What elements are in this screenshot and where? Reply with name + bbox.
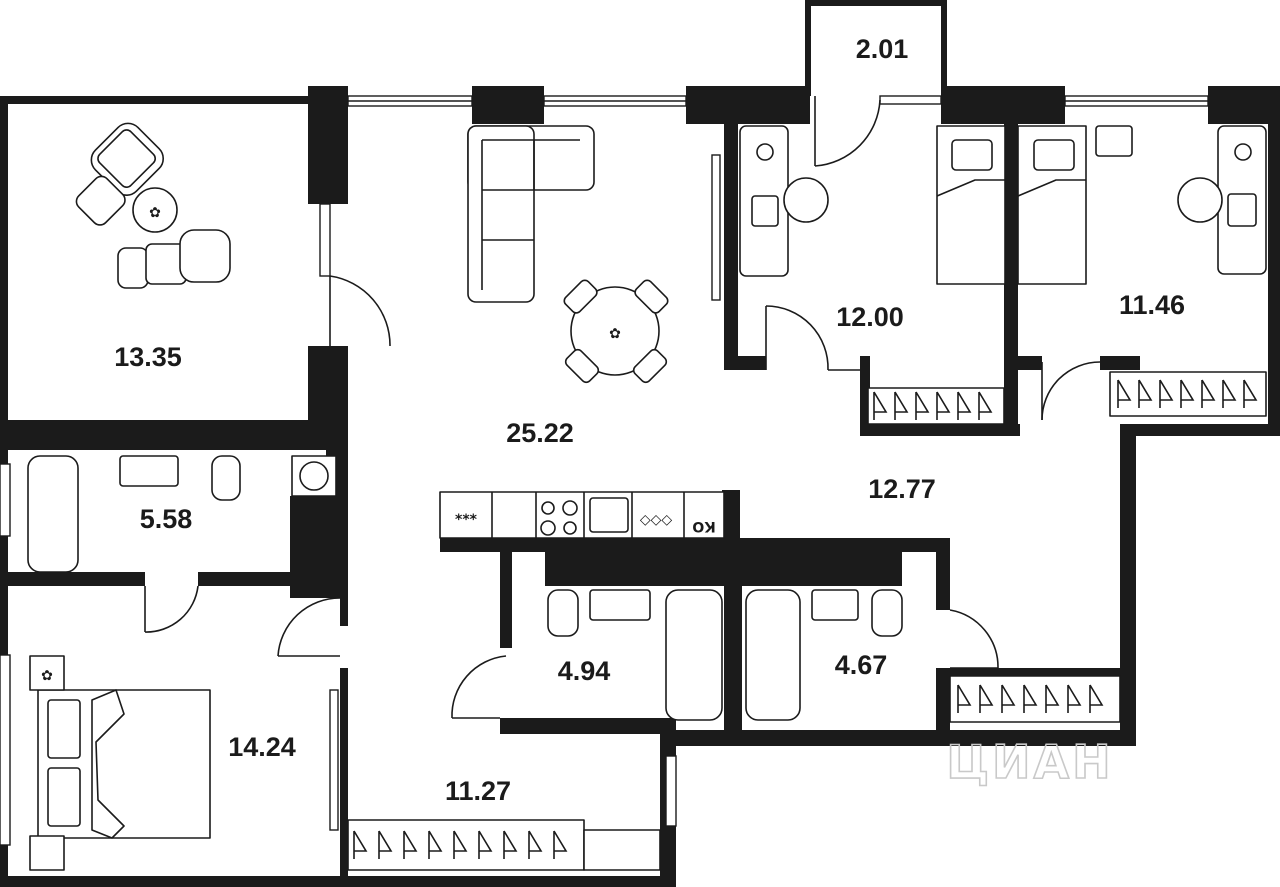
hanger-icon (894, 391, 909, 420)
hanger-icon (1023, 684, 1038, 713)
hangers (353, 379, 1258, 859)
hanger-icon (1201, 379, 1216, 408)
bath-558-fixtures (27, 455, 337, 573)
hanger-icon (873, 391, 888, 420)
hanger-icon (1089, 684, 1104, 713)
hanger-icon (1243, 379, 1258, 408)
dining-table: ✿ (563, 279, 669, 384)
boiler-label: КО (692, 518, 715, 534)
area-living-room: 25.22 (506, 418, 574, 448)
hanger-icon (453, 830, 468, 859)
bath-467-fixtures (745, 589, 903, 721)
hanger-icon (428, 830, 443, 859)
wardrobe-11 (1109, 371, 1267, 417)
hanger-icon (1067, 684, 1082, 713)
area-bath-middle: 4.94 (558, 656, 611, 686)
hanger-icon (1159, 379, 1174, 408)
hanger-icon (1222, 379, 1237, 408)
bath-494-fixtures (547, 589, 723, 721)
area-bedroom-11: 11.46 (1119, 290, 1185, 320)
single-bed-11 (1017, 125, 1133, 285)
area-corridor: 11.27 (445, 776, 511, 806)
hanger-icon (528, 830, 543, 859)
hanger-icon (979, 684, 994, 713)
furniture: ✿ ✿ (27, 122, 1267, 871)
hanger-icon (403, 830, 418, 859)
svg-text:✿: ✿ (609, 326, 621, 342)
area-bedroom-12: 12.00 (836, 302, 904, 332)
sofa (467, 125, 595, 303)
hanger-icon (936, 391, 951, 420)
single-bed-12 (936, 125, 1006, 285)
hanger-icon (1045, 684, 1060, 713)
double-bed: ✿ (29, 655, 211, 871)
hanger-icon (978, 391, 993, 420)
armchair-set: ✿ (75, 122, 231, 289)
hanger-icon (1138, 379, 1153, 408)
desk-12 (739, 125, 829, 277)
hanger-icon (957, 684, 972, 713)
area-labels: 2.01 13.35 25.22 12.00 11.46 12.77 5.58 … (114, 34, 1185, 806)
hanger-icon (503, 830, 518, 859)
hanger-icon (378, 830, 393, 859)
svg-text:✿: ✿ (149, 205, 161, 221)
area-bath-left: 5.58 (140, 504, 193, 534)
area-bedroom-main: 14.24 (228, 732, 296, 762)
area-room-left-top: 13.35 (114, 342, 182, 372)
area-hall: 12.77 (868, 474, 936, 504)
hanger-icon (1001, 684, 1016, 713)
windows (0, 95, 1209, 846)
svg-text:✿: ✿ (41, 668, 53, 684)
doors (144, 96, 1101, 719)
wardrobe-hall (949, 675, 1121, 723)
desk-11 (1177, 125, 1267, 275)
hanger-icon (553, 830, 568, 859)
area-entry-niche: 2.01 (856, 34, 909, 64)
wardrobe-corridor (347, 819, 661, 871)
hanger-icon (478, 830, 493, 859)
sink-symbol: ◇◇◇ (640, 512, 673, 528)
hob-symbol: *** (455, 512, 478, 528)
hanger-icon (957, 391, 972, 420)
kitchen-counter: *** ◇◇◇ КО (439, 491, 725, 539)
hanger-icon (353, 830, 368, 859)
area-bath-right: 4.67 (835, 650, 888, 680)
hanger-icon (915, 391, 930, 420)
watermark: ЦИАН (946, 735, 1113, 789)
wardrobe-12 (867, 387, 1005, 425)
hanger-icon (1117, 379, 1132, 408)
hanger-icon (1180, 379, 1195, 408)
